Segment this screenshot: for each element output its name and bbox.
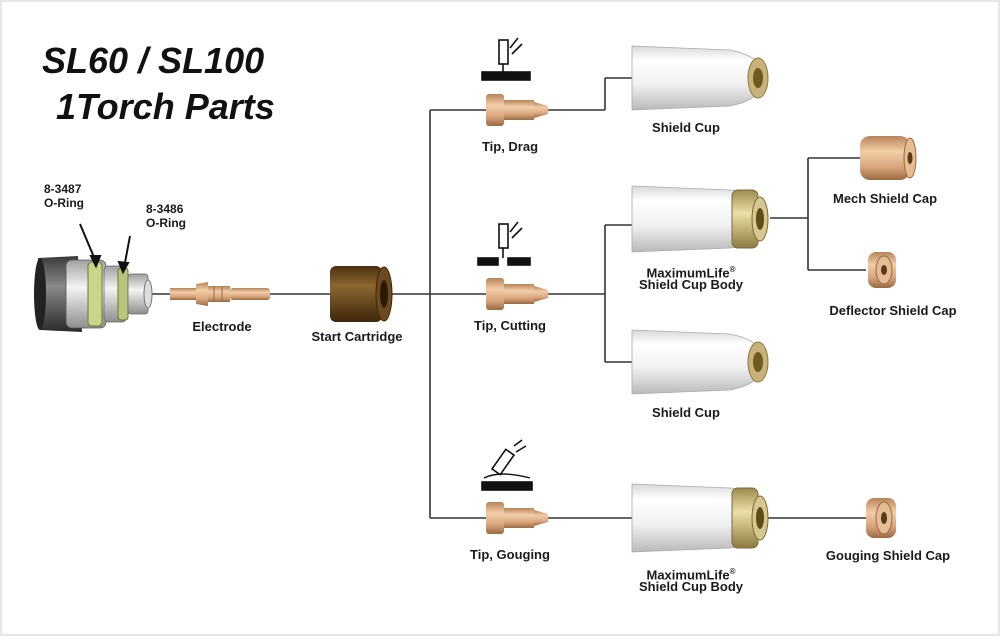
connector-lines: [150, 77, 866, 519]
shield-cup-body-cutting-part: [631, 185, 769, 253]
tip-gouging-part: [486, 502, 548, 534]
tip-drag-part: [486, 94, 548, 126]
maxlife-cutting-label-line-2: Shield Cup Body: [639, 277, 743, 292]
deflector-shield-cap-part: [868, 252, 896, 288]
tip-cutting-label: Tip, Cutting: [474, 318, 546, 333]
mech-shield-cap-label: Mech Shield Cap: [832, 191, 938, 206]
shield-cup-cutting-part: [631, 329, 769, 395]
gouging-shield-cap-label: Gouging Shield Cap: [825, 548, 951, 563]
title-line-2: 1Torch Parts: [56, 86, 275, 127]
tip-drag-label: Tip, Drag: [481, 139, 539, 154]
shield-cup-drag-part: [631, 45, 769, 111]
standoff-cutting-icon: [477, 221, 531, 266]
electrode-label: Electrode: [192, 319, 252, 334]
shield-cup-drag-label: Shield Cup: [652, 120, 720, 135]
mech-shield-cap-part: [860, 136, 917, 180]
start-cartridge-part: [330, 266, 393, 322]
maxlife-gouging-label-line-2: Shield Cup Body: [639, 579, 743, 594]
oring-pointers: [79, 223, 131, 275]
maxlife-cutting-text: MaximumLife: [646, 265, 730, 281]
electrode-part: [170, 282, 270, 306]
maxlife-gouging-label-line-1: MaximumLife®: [616, 564, 766, 582]
start-cartridge-label: Start Cartridge: [311, 329, 403, 344]
maxlife-gouging-text: MaximumLife: [646, 567, 730, 583]
gouging-icon: [481, 439, 533, 491]
oring-8-3486-number: 8-3486: [146, 202, 184, 216]
gouging-shield-cap-part: [866, 498, 896, 538]
shield-cup-body-gouging-part: [631, 483, 769, 553]
maxlife-cutting-registered: ®: [729, 265, 736, 274]
tip-cutting-part: [486, 278, 548, 310]
maxlife-cutting-label-line-1: MaximumLife®: [616, 262, 766, 280]
maxlife-gouging-registered: ®: [729, 567, 736, 576]
oring-8-3487-number: 8-3487: [44, 182, 82, 196]
torch-head-image: [34, 256, 153, 332]
drag-cutting-icon: [481, 37, 531, 81]
deflector-shield-cap-label: Deflector Shield Cap: [829, 303, 957, 318]
title-line-1: SL60 / SL100: [42, 40, 265, 81]
shield-cup-cutting-label: Shield Cup: [652, 405, 720, 420]
oring-8-3486-label: O-Ring: [146, 216, 186, 230]
oring-8-3487-label: O-Ring: [44, 196, 84, 210]
tip-gouging-label: Tip, Gouging: [470, 547, 550, 562]
